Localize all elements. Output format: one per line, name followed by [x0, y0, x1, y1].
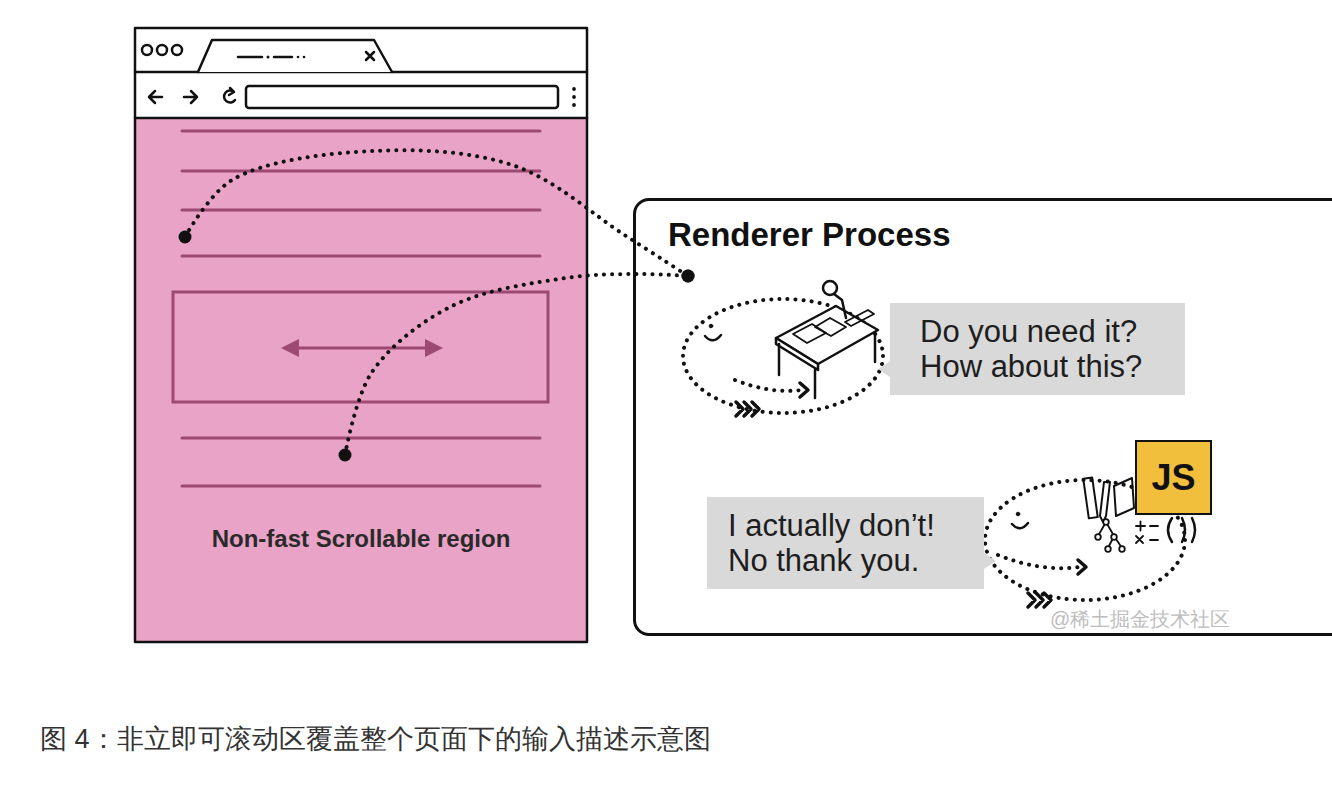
- tree-node: [1103, 519, 1109, 525]
- tree-node: [1111, 534, 1117, 540]
- window-button: [157, 45, 167, 55]
- text-line: [182, 130, 540, 133]
- page-content-ground: [135, 118, 587, 642]
- text-line: [182, 170, 540, 173]
- smiley-eye: [1016, 512, 1020, 516]
- tab-title-strokes: [238, 56, 292, 59]
- desk-sign: [845, 310, 874, 326]
- text-line: [182, 437, 540, 440]
- math-symbols: [1136, 536, 1158, 543]
- window-button: [172, 45, 182, 55]
- back-icon: [149, 91, 162, 103]
- bubble-text: I actually don’t! No thank you.: [728, 508, 958, 578]
- tree-node: [1119, 546, 1125, 552]
- smiley-mouth: [1012, 523, 1028, 528]
- function-brackets: [1168, 518, 1195, 542]
- tab-dot: [267, 56, 270, 59]
- toolbar-rule: [135, 117, 587, 120]
- dotted-connector: [345, 274, 688, 455]
- region-label: Non-fast Scrollable region: [135, 524, 587, 554]
- connector-end-dot: [339, 449, 352, 462]
- js-badge: JS: [1135, 440, 1212, 515]
- connector-end-dot: [179, 231, 192, 244]
- desk-paper: [793, 324, 826, 343]
- browser-window-outline: [135, 28, 587, 642]
- lamp-arm: [834, 294, 846, 318]
- js-label: JS: [1151, 456, 1195, 500]
- dotted-loop-inner: [998, 555, 1080, 568]
- dotted-loop-inner: [735, 380, 802, 391]
- text-line: [182, 255, 540, 258]
- menu-dot: [572, 103, 576, 107]
- text-line: [182, 485, 540, 488]
- loop-arrowhead: [800, 383, 808, 397]
- lamp-head: [823, 281, 837, 295]
- reload-icon: [224, 88, 235, 103]
- smiley-mouth: [705, 335, 721, 340]
- page-content-lines: [173, 131, 548, 486]
- smiley-eye: [709, 324, 713, 328]
- process-box: Renderer Process Do you need it? How abou…: [633, 198, 1332, 636]
- dotted-connector: [185, 150, 688, 276]
- scrollable-region: Non-fast Scrollable region: [135, 118, 587, 642]
- loop-arrowhead: [1078, 560, 1086, 574]
- watermark: @稀土掘金技术社区: [1050, 607, 1230, 631]
- menu-dot: [572, 95, 576, 99]
- ruler: [1083, 477, 1097, 518]
- browser-tab: [198, 40, 392, 72]
- figure-caption: 图 4：非立即可滚动区覆盖整个页面下的输入描述示意图: [40, 721, 711, 757]
- connector-end-dot: [682, 270, 695, 283]
- desk-edge: [776, 338, 818, 370]
- tree-node: [1105, 546, 1111, 552]
- tab-close-icon: [366, 52, 374, 60]
- tree-node: [1095, 534, 1101, 540]
- text-line: [182, 209, 540, 212]
- scroll-arrow-shaft: [296, 347, 428, 350]
- main-thread-loop: [683, 281, 883, 416]
- dotted-loop: [683, 299, 883, 413]
- bubble-text: Do you need it? How about this?: [920, 314, 1155, 384]
- address-bar: [246, 86, 558, 108]
- browser-chrome: [135, 28, 587, 642]
- loop-chevrons: [736, 402, 759, 416]
- speech-bubble: Do you need it? How about this?: [890, 303, 1185, 395]
- chrome-dots: [267, 56, 576, 107]
- scroll-arrow-head: [425, 339, 443, 357]
- process-title: Renderer Process: [668, 216, 1332, 254]
- scroll-box: [173, 292, 548, 402]
- scroll-arrow-head: [281, 339, 299, 357]
- math-symbols: [1136, 522, 1158, 531]
- loop-chevrons: [1028, 593, 1051, 607]
- tab-dot: [297, 56, 300, 59]
- label-slot: @稀土掘金技术社区: [1050, 607, 1230, 631]
- desk-top: [776, 306, 878, 364]
- window-button: [142, 45, 152, 55]
- desk-paper: [815, 318, 846, 336]
- speech-bubble: I actually don’t! No thank you.: [707, 497, 984, 589]
- book: [1114, 478, 1134, 516]
- tree-links: [1098, 522, 1122, 548]
- desk-legs: [779, 333, 875, 398]
- connector-end-dot: [682, 270, 695, 283]
- tab-dot: [303, 56, 306, 59]
- caption-slot: 图 4：非立即可滚动区覆盖整个页面下的输入描述示意图: [40, 721, 711, 757]
- menu-dot: [572, 87, 576, 91]
- pencil: [1100, 482, 1110, 522]
- forward-icon: [184, 91, 197, 103]
